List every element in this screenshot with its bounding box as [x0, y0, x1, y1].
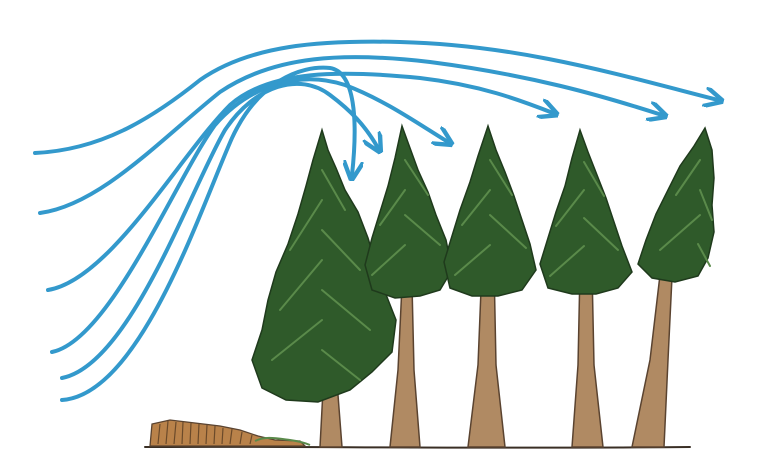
ground-debris — [149, 419, 311, 447]
trunk — [389, 284, 421, 448]
wind-arrow-4 — [50, 77, 448, 354]
wind-streamlines — [33, 39, 718, 402]
tree-1 — [251, 127, 397, 448]
tree-4 — [539, 127, 633, 448]
wind-arrow-6 — [60, 65, 355, 402]
foliage — [443, 123, 537, 297]
foliage — [539, 127, 633, 295]
tree-3 — [443, 123, 537, 448]
wind-arrow-2 — [38, 55, 662, 215]
tree-5 — [631, 126, 715, 448]
trunk — [631, 274, 673, 448]
foliage — [637, 126, 715, 283]
foliage — [364, 123, 453, 299]
wind-arrow-1 — [33, 39, 718, 155]
foliage — [251, 127, 397, 403]
tree-2 — [364, 123, 453, 448]
wind-arrow-5 — [60, 81, 378, 380]
trunk — [571, 269, 604, 448]
